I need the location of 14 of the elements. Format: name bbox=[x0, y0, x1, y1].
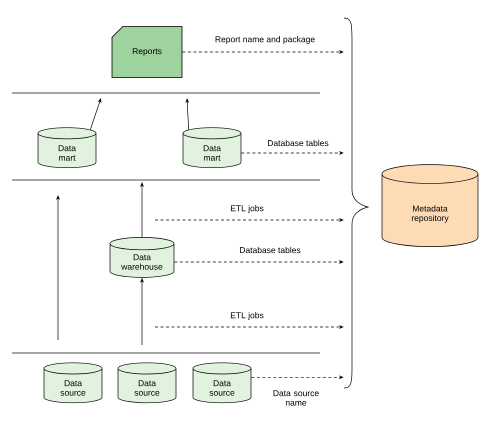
database-cylinder: Data source bbox=[118, 362, 176, 404]
database-cylinder: Data source bbox=[192, 362, 252, 404]
database-cylinder: Data mart bbox=[182, 127, 242, 168]
edge-label: ETL jobs bbox=[229, 311, 265, 321]
brace bbox=[344, 18, 368, 388]
edge-label: Data source name bbox=[265, 389, 327, 407]
edge-label: Database tables bbox=[266, 138, 330, 148]
edge-label: Database tables bbox=[238, 246, 302, 254]
database-cylinder: Data mart bbox=[38, 127, 96, 168]
database-cylinder: Data warehouse bbox=[110, 237, 174, 278]
edge-label: Report name and package bbox=[214, 35, 316, 45]
edge-label: ETL jobs bbox=[229, 204, 265, 214]
database-cylinder: Data source bbox=[44, 362, 102, 404]
database-cylinder: Metadata repository bbox=[382, 164, 478, 247]
